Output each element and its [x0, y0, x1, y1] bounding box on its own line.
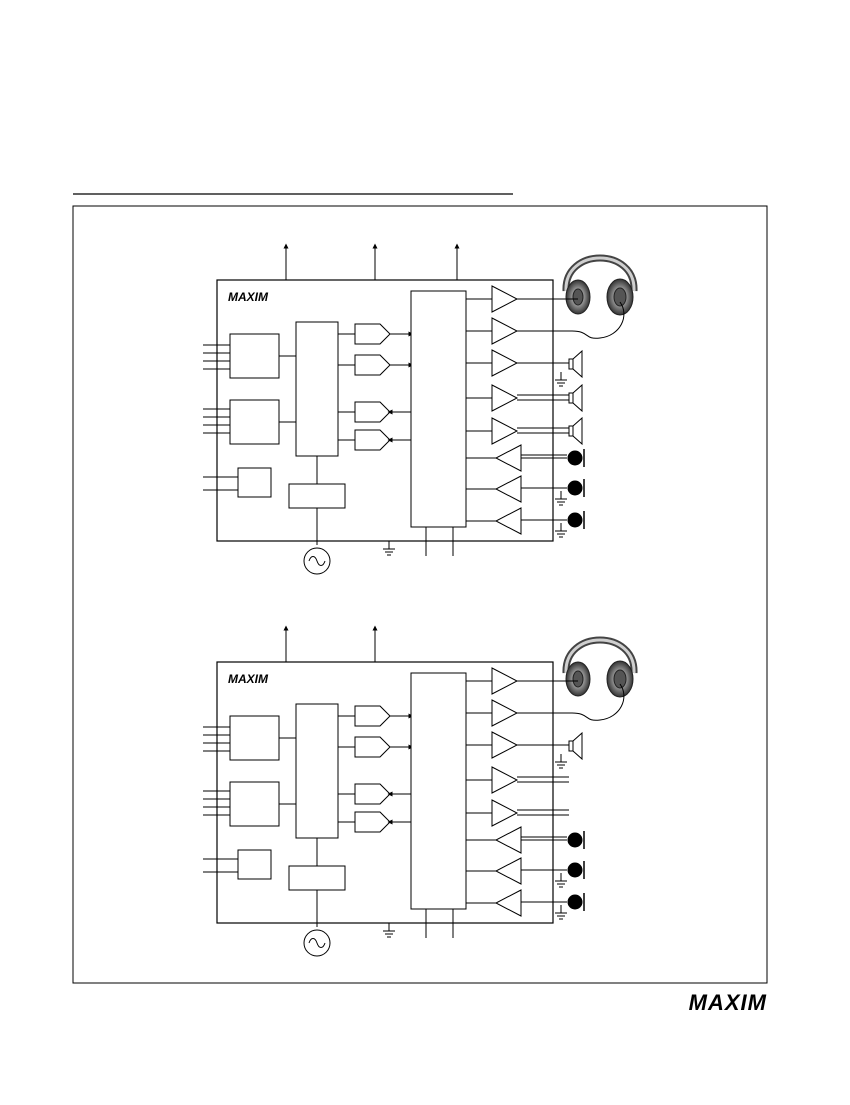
converter-3 — [354, 783, 391, 805]
jack-ground-2 — [555, 491, 567, 506]
clock-block — [288, 865, 346, 891]
speaker-cone — [572, 416, 583, 446]
input-amp-3 — [494, 507, 522, 535]
headband-inner — [564, 638, 636, 674]
block-diagram-bottom: MAXIM — [203, 625, 638, 957]
block-diagram-top: MAXIM — [203, 243, 638, 575]
jack-1 — [567, 831, 585, 849]
spk-ground-1 — [555, 754, 567, 769]
input-amp-3 — [494, 889, 522, 917]
jack-dot — [567, 862, 583, 878]
jack-dot — [567, 512, 583, 528]
mixer-block — [410, 290, 467, 528]
hp-wire-right — [517, 683, 625, 721]
headphones-icon — [562, 254, 638, 316]
speaker-1 — [568, 731, 583, 761]
footer-logo-text: MAXIM — [689, 990, 767, 1015]
headband-inner — [564, 256, 636, 292]
oscillator-wave — [308, 556, 326, 566]
jack-ground-2 — [555, 873, 567, 888]
speaker-body — [568, 740, 574, 752]
input-block-2 — [229, 781, 280, 827]
digital-core-block — [295, 321, 339, 457]
right-cup-center — [613, 669, 627, 689]
hp-wire-right — [517, 301, 625, 339]
speaker-cone — [572, 383, 583, 413]
chip-logo: MAXIM — [228, 290, 269, 304]
converter-1 — [354, 323, 391, 345]
mixer-block — [410, 672, 467, 910]
input-block-3 — [237, 467, 272, 498]
jack-dot — [567, 480, 583, 496]
speaker-cone — [572, 349, 583, 379]
left-cup-center — [572, 288, 584, 306]
input-block-3 — [237, 849, 272, 880]
input-amp-2 — [494, 857, 522, 885]
input-block-1 — [229, 333, 280, 379]
footer-maxim-logo: MAXIM — [689, 990, 767, 1015]
jack-dot — [567, 832, 583, 848]
right-cup-center — [613, 287, 627, 307]
jack-dot — [567, 894, 583, 910]
speaker-cone — [572, 731, 583, 761]
input-amp-2 — [494, 475, 522, 503]
left-cup-center — [572, 670, 584, 688]
jack-3 — [567, 511, 585, 529]
jack-dot — [567, 450, 583, 466]
digital-core-block — [295, 703, 339, 839]
input-block-1 — [229, 715, 280, 761]
converter-2 — [354, 354, 391, 376]
jack-2 — [567, 479, 585, 497]
jack-2 — [567, 861, 585, 879]
spk-ground-1 — [555, 372, 567, 387]
converter-1 — [354, 705, 391, 727]
figure-frame — [72, 205, 768, 984]
jack-3 — [567, 893, 585, 911]
jack-ground-3 — [555, 905, 567, 920]
converter-4 — [354, 429, 391, 451]
oscillator-wave — [308, 938, 326, 948]
converter-3 — [354, 401, 391, 423]
headphones-icon — [562, 636, 638, 698]
jack-ground-3 — [555, 523, 567, 538]
speaker-body — [568, 358, 574, 370]
speaker-3 — [568, 416, 583, 446]
converter-2 — [354, 736, 391, 758]
jack-1 — [567, 449, 585, 467]
chip-ground — [383, 923, 395, 938]
chip-ground — [383, 541, 395, 556]
input-block-2 — [229, 399, 280, 445]
converter-4 — [354, 811, 391, 833]
speaker-body — [568, 392, 574, 404]
clock-block — [288, 483, 346, 509]
chip-logo: MAXIM — [228, 672, 269, 686]
speaker-2 — [568, 383, 583, 413]
speaker-1 — [568, 349, 583, 379]
speaker-body — [568, 425, 574, 437]
